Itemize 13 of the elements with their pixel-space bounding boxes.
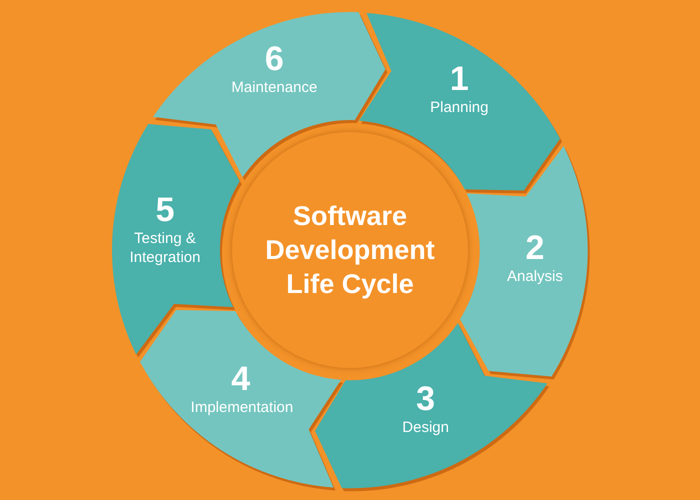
- step-label: Maintenance: [230, 78, 318, 98]
- step-number: 3: [416, 380, 436, 418]
- step-label: Analysis: [506, 267, 564, 286]
- step-label: Implementation: [190, 398, 291, 418]
- step-number: 6: [264, 40, 284, 78]
- step-label: Planning: [429, 98, 490, 117]
- step-number: 4: [231, 360, 250, 398]
- center-title: Software Development Life Cycle: [264, 200, 436, 301]
- step-label: Design: [401, 418, 450, 437]
- step-number: 2: [526, 229, 544, 268]
- step-number: 5: [156, 190, 174, 229]
- step-label: Testing & Integration: [128, 228, 202, 267]
- step-number: 1: [450, 60, 469, 98]
